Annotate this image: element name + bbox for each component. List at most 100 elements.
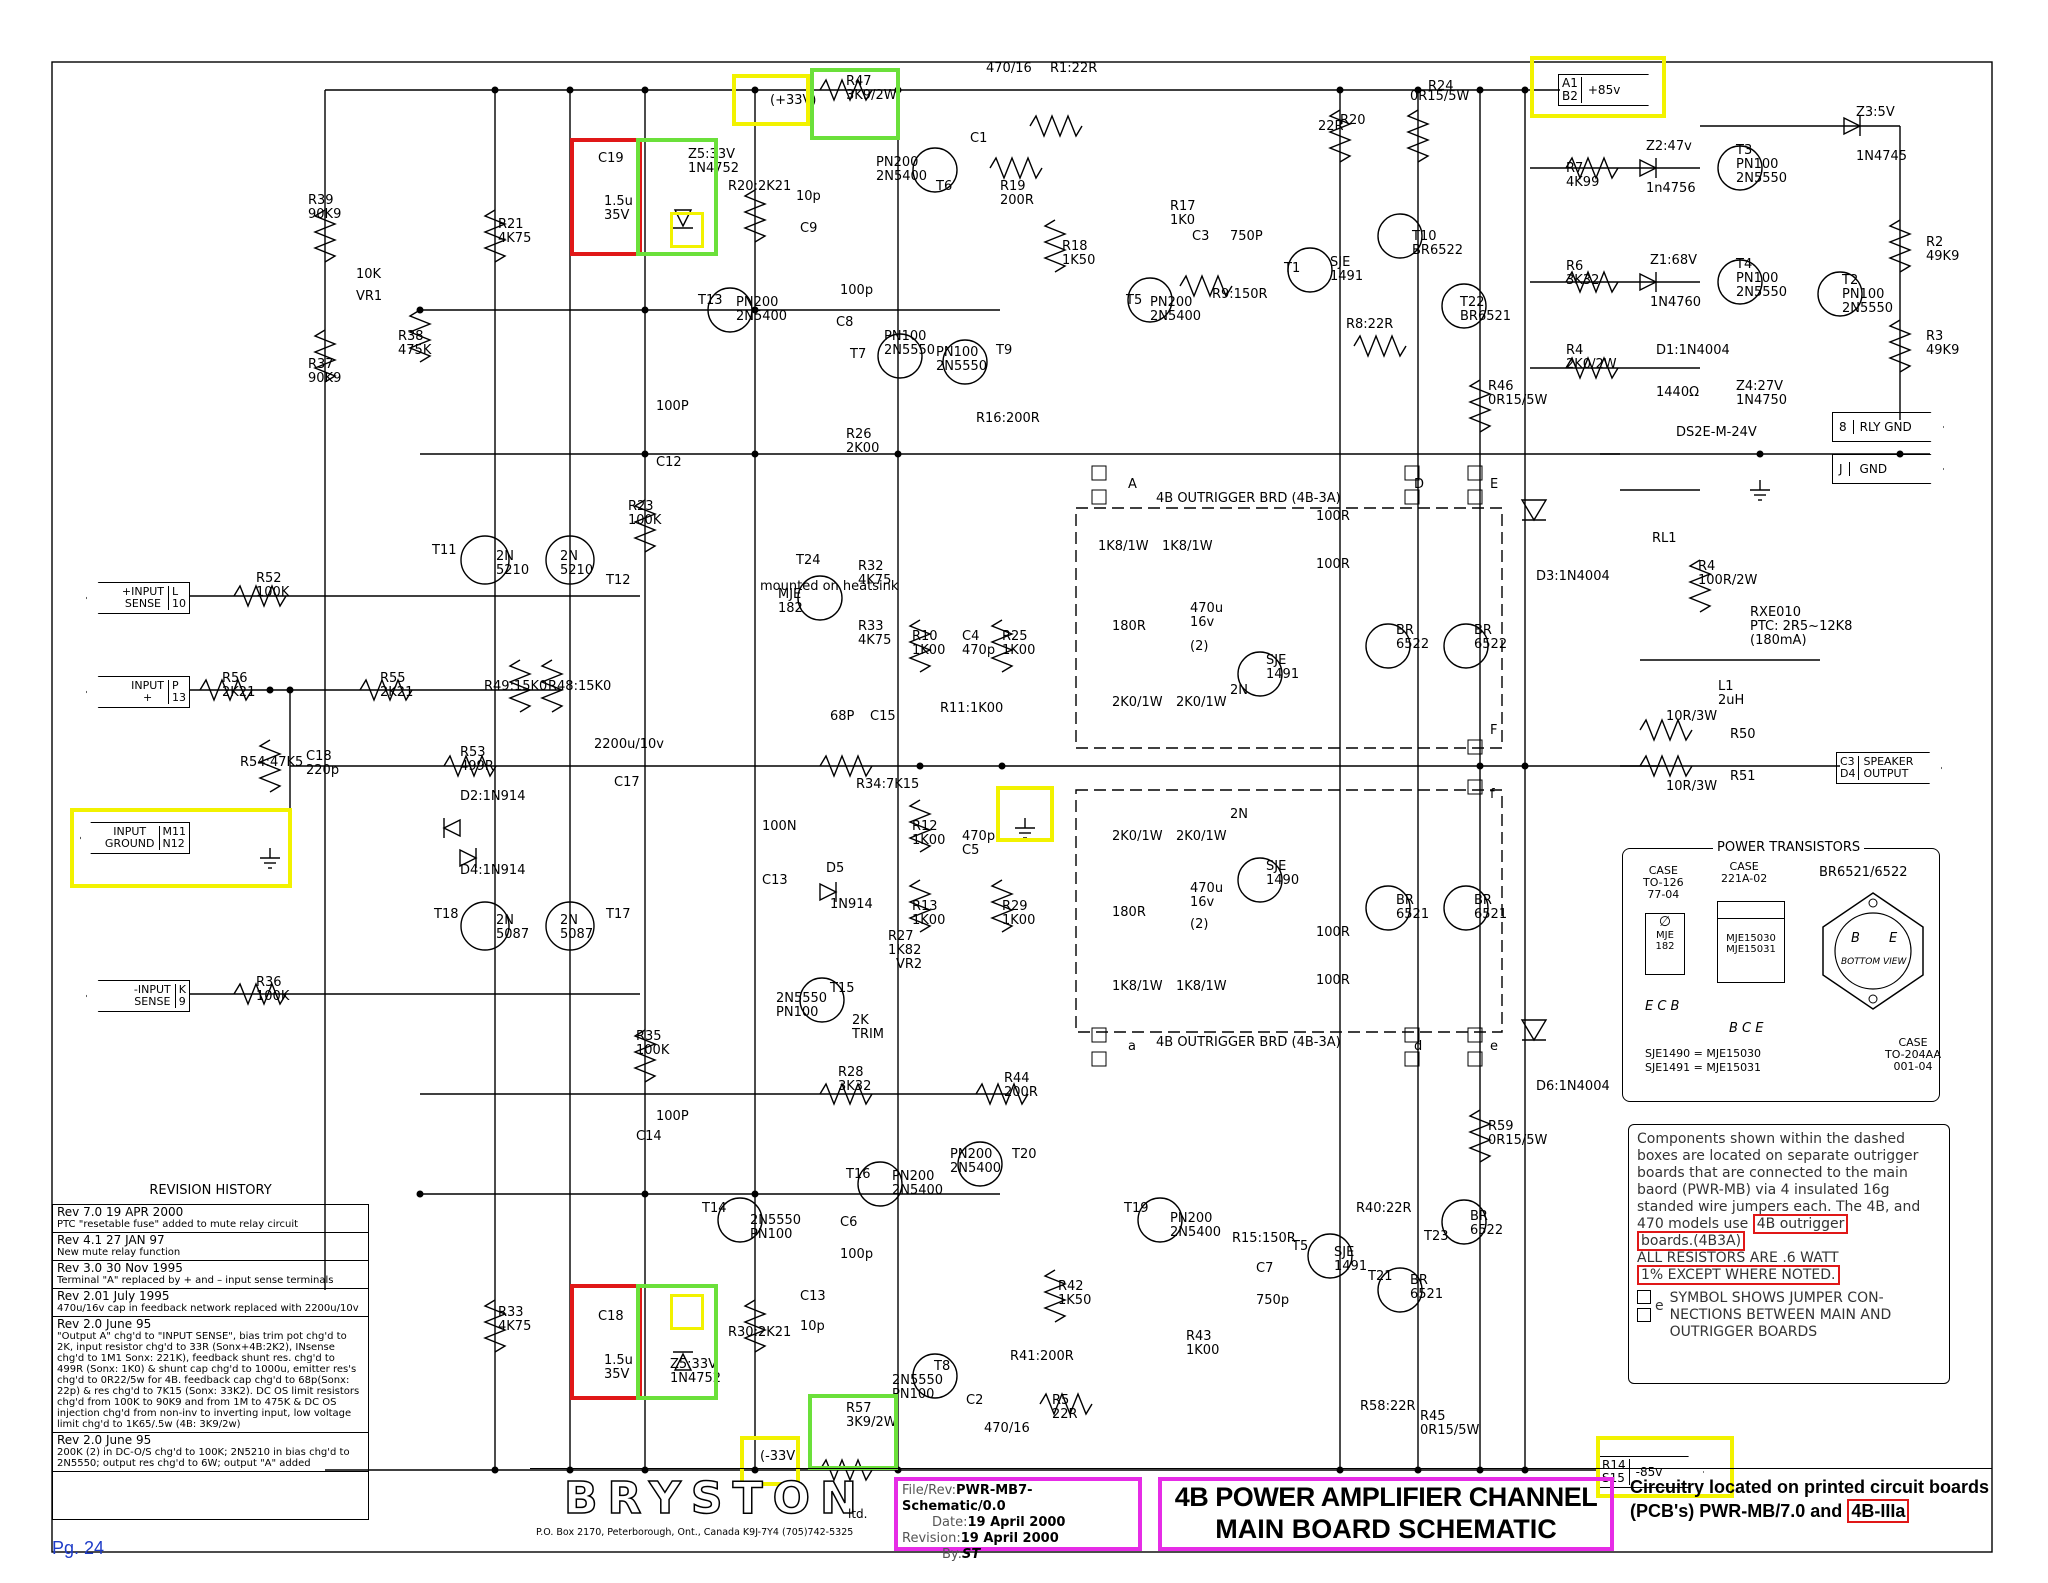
jumper-legend-letter: e — [1655, 1298, 1664, 1314]
component-label: 100p — [840, 1247, 873, 1262]
component-label: T24 — [795, 553, 820, 568]
note-outrigger-highlight: 4B outrigger — [1752, 1214, 1849, 1234]
highlight-ground-top — [670, 212, 704, 248]
highlight-pos33 — [732, 74, 810, 126]
component-label: Z1:68V — [1650, 253, 1697, 268]
component-label: T23 — [1423, 1229, 1448, 1244]
component-label: T1 — [1283, 261, 1300, 276]
component-label: R8:22R — [1346, 317, 1393, 332]
component-label: D — [1414, 477, 1424, 492]
drawing-title-line1: 4B POWER AMPLIFIER CHANNEL — [1174, 1482, 1598, 1512]
component-label: T5 — [1125, 293, 1142, 308]
component-label: E — [1490, 477, 1498, 492]
highlight-ground-bottom — [670, 1294, 704, 1330]
component-label: C3 — [1192, 229, 1209, 244]
transistor-symbols — [460, 145, 1863, 1399]
component-label: C18 — [598, 1309, 624, 1324]
component-label: Z3:5V — [1856, 105, 1895, 120]
component-label: 180R — [1112, 619, 1146, 634]
component-label: R15:150R — [1232, 1231, 1296, 1246]
component-label: T7 — [849, 347, 866, 362]
component-label: T14 — [701, 1201, 726, 1216]
component-label: 750p — [1256, 1293, 1289, 1308]
component-label: R20 — [1340, 113, 1366, 128]
component-label: 68P — [830, 709, 855, 724]
outrigger-bottom-label: 4B OUTRIGGER BRD (4B-3A) — [1156, 1035, 1341, 1050]
circuitry-note: Circuitry located on printed circuit boa… — [1630, 1477, 1990, 1523]
component-label: D2:1N914 — [460, 789, 525, 804]
component-label: R16:200R — [976, 411, 1040, 426]
bryston-logo: BRYSTON — [563, 1473, 867, 1524]
component-label: C6 — [840, 1215, 857, 1230]
component-label: 1K8/1W — [1162, 539, 1213, 554]
component-label: C15 — [870, 709, 896, 724]
title-block: BRYSTON ltd. P.O. Box 2170, Peterborough… — [530, 1468, 1992, 1562]
component-label: 1K8/1W — [1098, 539, 1149, 554]
connector-input-sense-pos: +INPUT SENSE L 10 — [86, 582, 190, 614]
highlight-r47 — [810, 68, 900, 140]
page-border — [51, 61, 1993, 1553]
note-outrigger-highlight-2: boards.(4B3A) — [1637, 1231, 1746, 1251]
component-label: C19 — [598, 151, 624, 166]
component-label: 1N4760 — [1650, 295, 1701, 310]
pins-ecb: E C B — [1645, 999, 1680, 1014]
component-label: 100P — [656, 399, 689, 414]
component-label: DS2E-M-24V — [1676, 425, 1757, 440]
component-label: T18 — [433, 907, 458, 922]
component-label: 100R — [1316, 557, 1350, 572]
component-label: D3:1N4004 — [1536, 569, 1610, 584]
component-label: R24 — [1428, 79, 1454, 94]
component-label: 10p — [800, 1319, 825, 1334]
bottom-view-label: BOTTOM VIEW — [1841, 957, 1907, 967]
component-label: C17 — [614, 775, 640, 790]
ground-symbols — [260, 480, 1770, 869]
drawing-title-line2: MAIN BOARD SCHEMATIC — [1215, 1514, 1557, 1544]
component-label: R41:200R — [1010, 1349, 1074, 1364]
component-label: 10K — [356, 267, 382, 282]
component-label: a — [1128, 1039, 1136, 1054]
component-label: 2K0/1W — [1112, 829, 1163, 844]
diode-symbols — [442, 116, 1862, 1371]
highlight-ground-mid — [996, 786, 1054, 842]
connector-rly-gnd: 8 RLY GND — [1832, 412, 1944, 442]
component-label: T11 — [431, 543, 456, 558]
component-label: T17 — [605, 907, 630, 922]
component-label: (2) — [1190, 917, 1208, 932]
signal-wires — [190, 125, 1930, 1195]
